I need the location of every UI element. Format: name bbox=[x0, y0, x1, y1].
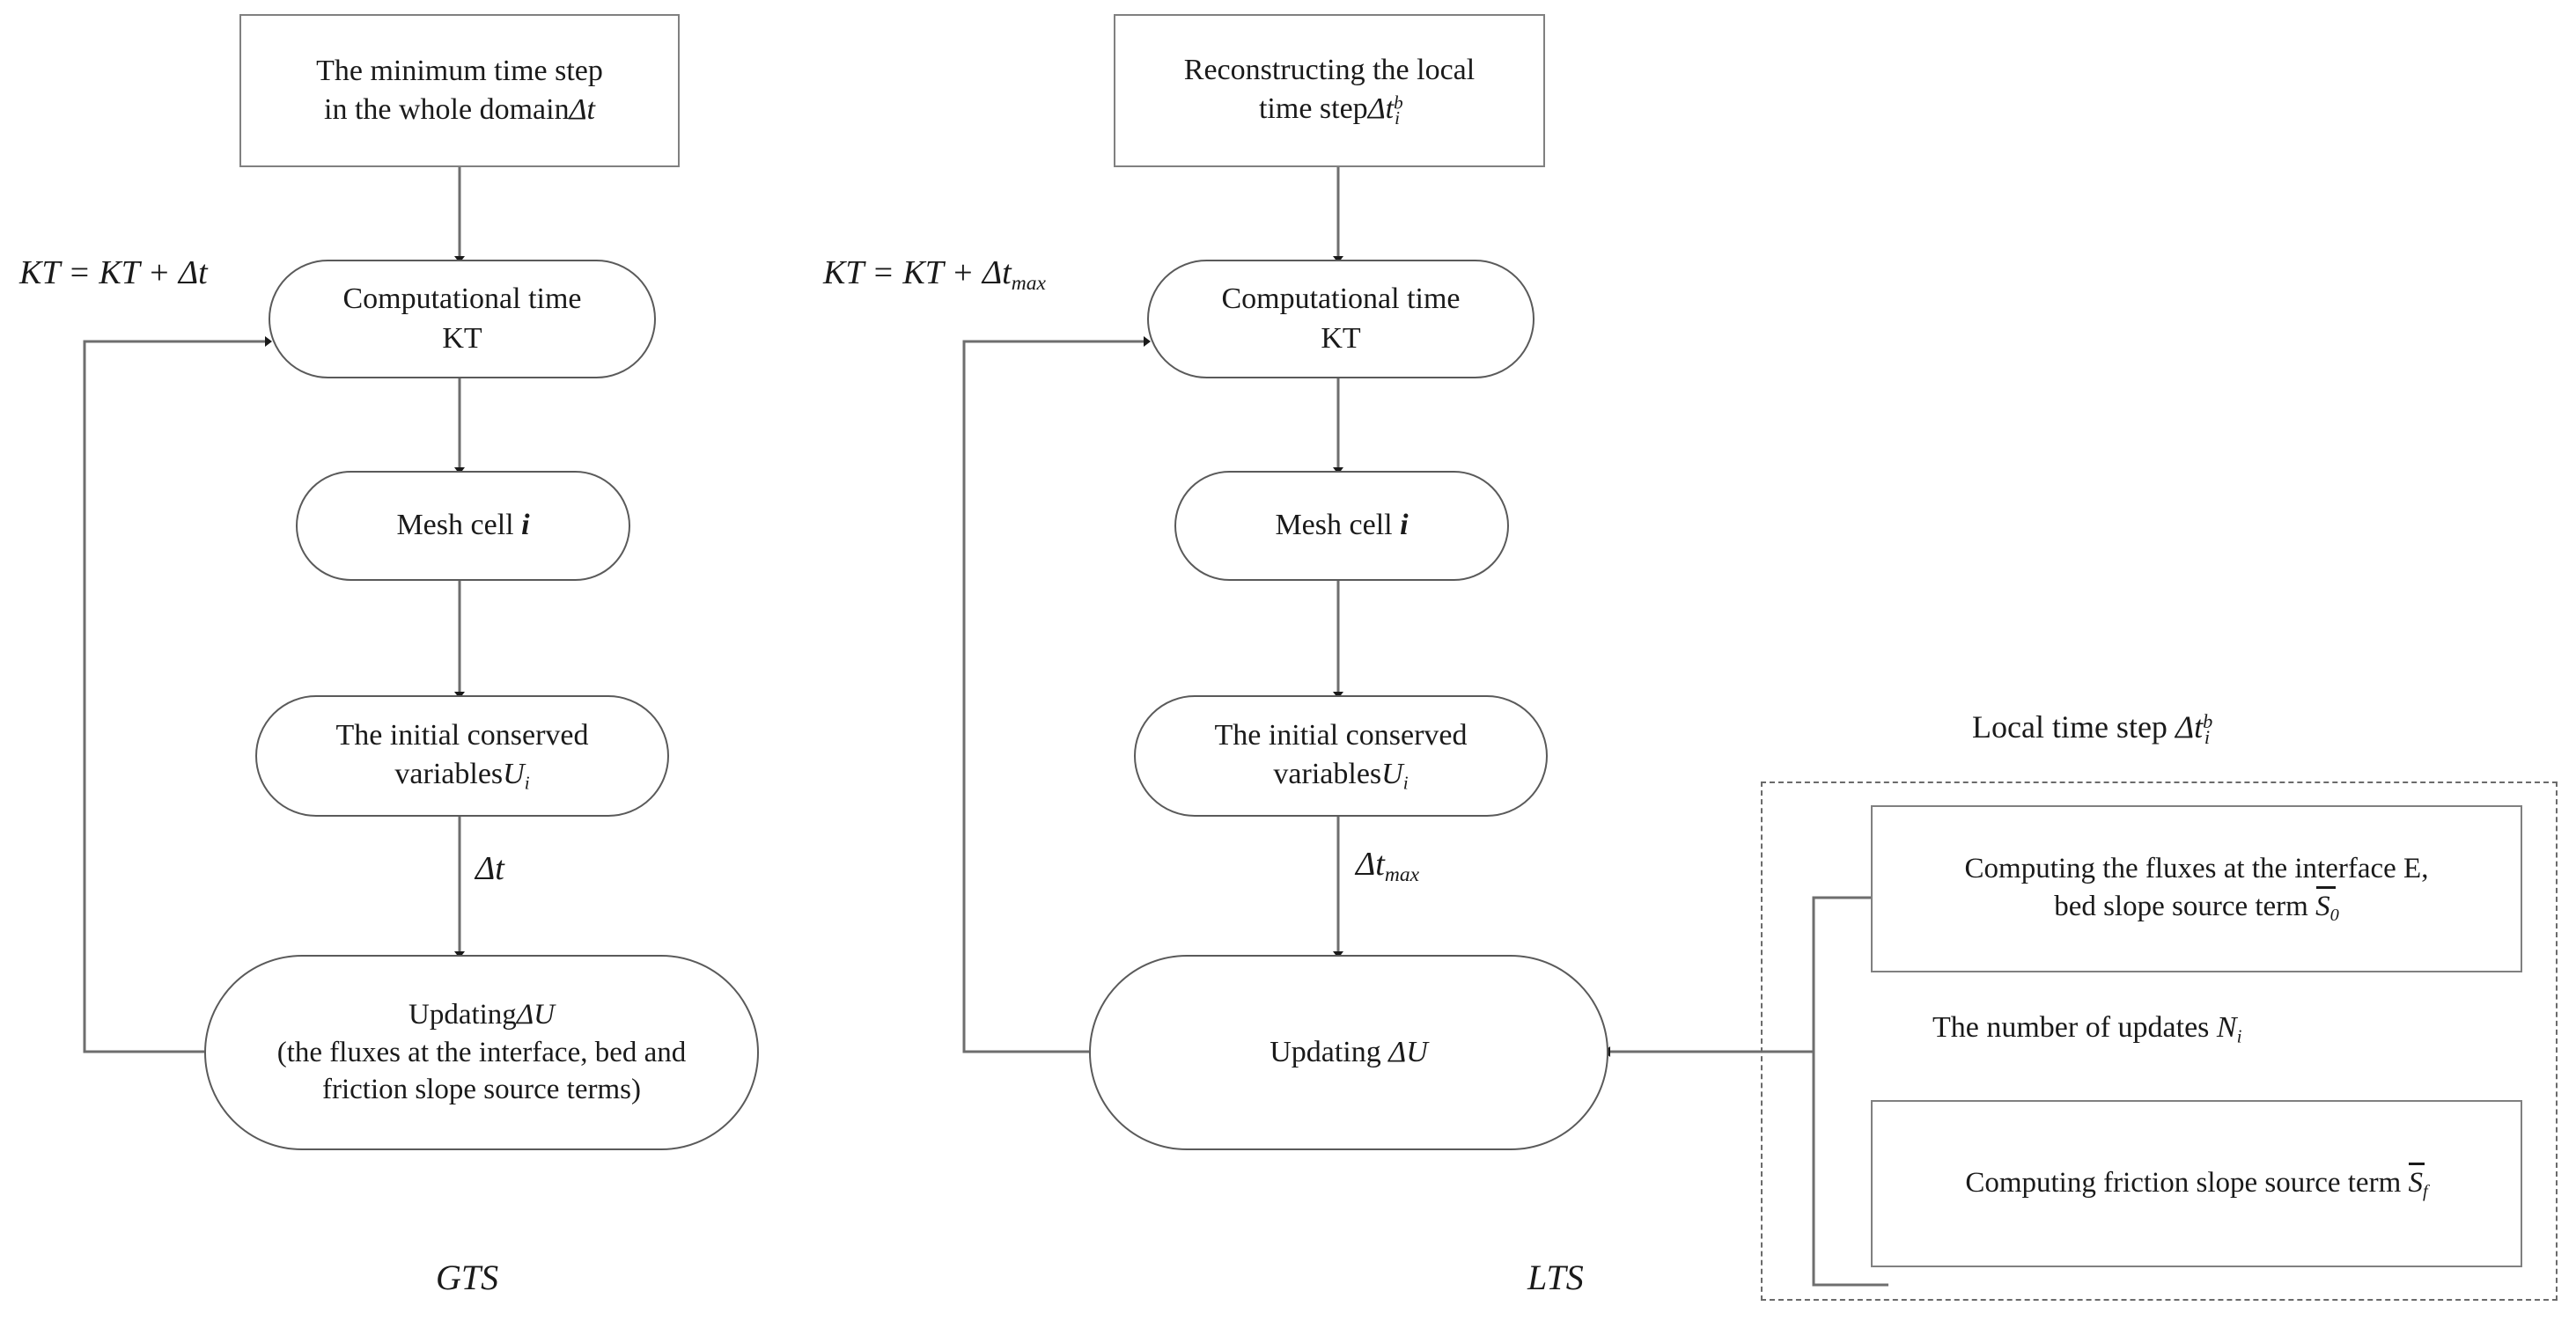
local-group-title-sup: b bbox=[2203, 709, 2213, 732]
lts-recon-symbol: Δt bbox=[1367, 92, 1395, 126]
friction-sub: f bbox=[2422, 1181, 2428, 1201]
lts-vars-line1: The initial conserved bbox=[1214, 719, 1468, 752]
gts-feedback-label: KT = KT + Δt bbox=[19, 253, 208, 294]
lts-recon-sup: b bbox=[1394, 92, 1403, 114]
gts-node-mesh-cell[interactable]: Mesh cell i bbox=[296, 471, 630, 581]
local-time-step-group bbox=[1761, 781, 2558, 1301]
local-group-title-symbol: Δt bbox=[2175, 709, 2204, 745]
local-group-title-sub: i bbox=[2204, 725, 2211, 748]
gts-min-line2: in the whole domain bbox=[324, 93, 570, 126]
updates-sub: i bbox=[2236, 1025, 2242, 1047]
lts-vars-line2: variables bbox=[1273, 758, 1382, 791]
gts-node-minimum-time-step[interactable]: The minimum time step in the whole domai… bbox=[239, 14, 680, 167]
gts-update-line2: (the fluxes at the interface, bed and bbox=[276, 1036, 687, 1068]
lts-mesh-symbol: i bbox=[1400, 509, 1409, 542]
lts-node-reconstruct-local[interactable]: Reconstructing the local time stepΔtbi bbox=[1114, 14, 1545, 167]
gts-feedback-text: KT = KT + Δt bbox=[19, 254, 208, 291]
gts-min-symbol: Δt bbox=[569, 93, 595, 126]
gts-min-line1: The minimum time step bbox=[316, 54, 603, 87]
gts-update-line1: Updating bbox=[408, 998, 517, 1031]
gts-mesh-line1: Mesh cell bbox=[396, 509, 514, 542]
gts-node-updating[interactable]: UpdatingΔU (the fluxes at the interface,… bbox=[204, 955, 759, 1150]
number-of-updates-label: The number of updates Ni bbox=[1932, 1010, 2241, 1048]
lts-node-initial-conserved[interactable]: The initial conserved variablesUi bbox=[1134, 695, 1548, 817]
gts-dt-label: Δt bbox=[475, 849, 504, 890]
lts-recon-line2: time step bbox=[1258, 92, 1368, 126]
flux-symbol: S bbox=[2315, 891, 2330, 923]
lts-update-line1: Updating bbox=[1270, 1035, 1381, 1068]
lts-node-updating[interactable]: Updating ΔU bbox=[1089, 955, 1608, 1150]
gts-update-line3: friction slope source terms) bbox=[322, 1074, 641, 1106]
lts-dtmax-label: Δtmax bbox=[1356, 845, 1419, 887]
gts-vars-line1: The initial conserved bbox=[335, 719, 589, 752]
gts-feedback-path bbox=[83, 336, 272, 1053]
flux-line1: Computing the fluxes at the interface E, bbox=[1964, 853, 2429, 885]
lts-feedback-path bbox=[962, 336, 1151, 1053]
lts-update-symbol: ΔU bbox=[1388, 1035, 1428, 1068]
gts-mesh-symbol: i bbox=[521, 509, 530, 542]
lts-dtmax-text: Δt bbox=[1356, 846, 1385, 883]
lts-node-friction-box[interactable]: Computing friction slope source term Sf bbox=[1871, 1100, 2522, 1267]
lts-node-flux-box[interactable]: Computing the fluxes at the interface E,… bbox=[1871, 805, 2522, 972]
gts-dt-text: Δt bbox=[475, 850, 504, 887]
gts-node-initial-conserved[interactable]: The initial conserved variablesUi bbox=[255, 695, 669, 817]
gts-update-symbol: ΔU bbox=[516, 998, 556, 1031]
gts-caption-text: GTS bbox=[436, 1258, 499, 1297]
gts-node-computational-time[interactable]: Computational time KT bbox=[269, 260, 656, 378]
updates-symbol: N bbox=[2216, 1011, 2237, 1044]
gts-time-line2: KT bbox=[442, 321, 482, 355]
lts-time-line1: Computational time bbox=[1221, 282, 1461, 316]
lts-caption: LTS bbox=[1527, 1257, 1584, 1298]
updates-label-text: The number of updates bbox=[1932, 1011, 2210, 1044]
lts-node-computational-time[interactable]: Computational time KT bbox=[1147, 260, 1535, 378]
lts-time-line2: KT bbox=[1321, 321, 1361, 355]
lts-node-mesh-cell[interactable]: Mesh cell i bbox=[1174, 471, 1509, 581]
lts-feedback-text: KT = KT + Δt bbox=[823, 254, 1012, 291]
friction-line1: Computing friction slope source term bbox=[1965, 1166, 2402, 1199]
lts-mesh-line1: Mesh cell bbox=[1275, 509, 1393, 542]
gts-vars-line2: variables bbox=[394, 758, 504, 791]
local-group-title-text: Local time step bbox=[1972, 709, 2168, 745]
lts-vars-sub: i bbox=[1402, 772, 1409, 794]
lts-recon-line1: Reconstructing the local bbox=[1183, 54, 1476, 87]
gts-caption: GTS bbox=[436, 1257, 498, 1298]
local-group-title: Local time step Δtbi bbox=[1972, 708, 2213, 749]
lts-vars-symbol: U bbox=[1381, 758, 1403, 791]
lts-caption-text: LTS bbox=[1527, 1258, 1584, 1297]
lts-feedback-label: KT = KT + Δtmax bbox=[823, 253, 1046, 296]
friction-symbol: S bbox=[2408, 1166, 2423, 1199]
flux-line2: bed slope source term bbox=[2054, 891, 2308, 923]
lts-feedback-sub: max bbox=[1011, 272, 1046, 296]
lts-recon-sub: i bbox=[1395, 106, 1401, 128]
gts-time-line1: Computational time bbox=[342, 282, 582, 316]
lts-dtmax-sub: max bbox=[1384, 863, 1420, 887]
flux-sub: 0 bbox=[2329, 906, 2339, 926]
gts-vars-sub: i bbox=[524, 772, 530, 794]
gts-vars-symbol: U bbox=[503, 758, 525, 791]
